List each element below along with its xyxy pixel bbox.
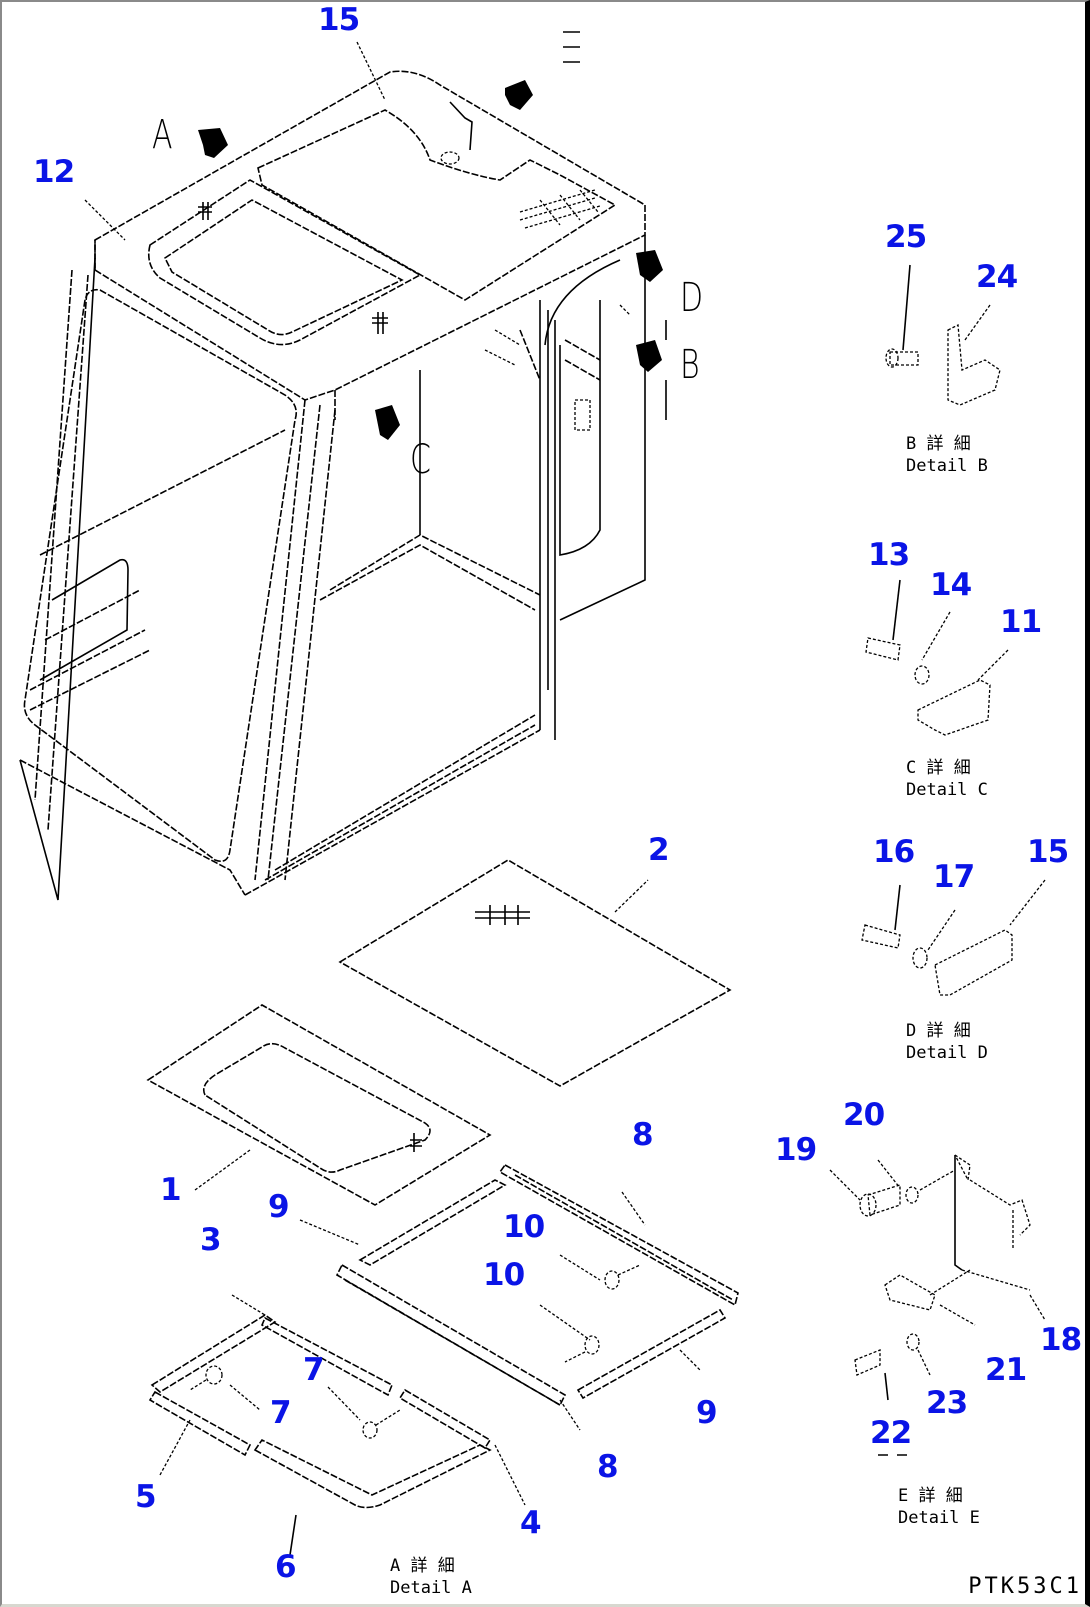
detail-b-jp: B 詳 細 xyxy=(906,434,971,454)
callout-18: 18 xyxy=(1040,1322,1082,1358)
detail-b-caption: B 詳 細 Detail B xyxy=(906,433,988,477)
view-marker-d: D xyxy=(680,275,704,321)
view-arrow-a xyxy=(198,128,228,158)
cab-assembly xyxy=(19,70,646,901)
callout-7-upper: 7 xyxy=(303,1352,325,1388)
callout-2: 2 xyxy=(648,832,670,868)
screw-7b xyxy=(362,1409,401,1439)
view-arrow-b xyxy=(636,340,662,372)
roof-mesh xyxy=(519,189,601,229)
detail-d-parts xyxy=(861,879,1046,996)
callout-25: 25 xyxy=(885,219,927,255)
rail-set-part xyxy=(299,1163,739,1431)
screw-10b xyxy=(564,1335,600,1363)
callout-4: 4 xyxy=(520,1505,542,1541)
detail-d-jp: D 詳 細 xyxy=(906,1021,971,1041)
detail-c-caption: C 詳 細 Detail C xyxy=(906,757,988,801)
callout-10-lower: 10 xyxy=(483,1257,525,1293)
view-marker-b: B xyxy=(680,342,700,388)
callout-8-lower: 8 xyxy=(597,1449,619,1485)
callout-17: 17 xyxy=(933,859,975,895)
callout-8-upper: 8 xyxy=(632,1117,654,1153)
detail-e-en: Detail E xyxy=(898,1508,980,1528)
detail-d-caption: D 詳 細 Detail D xyxy=(906,1020,988,1064)
screw-10a xyxy=(604,1264,641,1290)
callout-6: 6 xyxy=(275,1549,297,1585)
callout-1: 1 xyxy=(160,1172,182,1208)
callout-7-lower: 7 xyxy=(270,1395,292,1431)
view-arrow-e xyxy=(505,80,533,110)
detail-e-parts xyxy=(829,1154,1046,1456)
callout-16: 16 xyxy=(873,834,915,870)
callout-11: 11 xyxy=(1000,604,1042,640)
seal-frame-part xyxy=(148,1294,526,1556)
view-marker-c: C xyxy=(410,437,431,483)
callout-20: 20 xyxy=(843,1097,885,1133)
callout-15-cab: 15 xyxy=(318,2,360,38)
screw-7a xyxy=(189,1365,223,1391)
callout-13: 13 xyxy=(868,537,910,573)
leader-15-top xyxy=(356,41,386,101)
drawing-number: PTK53C1 xyxy=(968,1574,1082,1599)
callout-9-lower: 9 xyxy=(696,1395,718,1431)
roof-window-frame-part xyxy=(146,1004,492,1206)
callout-14: 14 xyxy=(930,567,972,603)
mesh-sheet-part xyxy=(338,859,732,1087)
callout-23: 23 xyxy=(926,1385,968,1421)
callout-15-detail: 15 xyxy=(1027,834,1069,870)
detail-e-jp: E 詳 細 xyxy=(898,1486,963,1506)
view-arrow-d xyxy=(636,250,663,282)
callout-22: 22 xyxy=(870,1415,912,1451)
callout-10-upper: 10 xyxy=(503,1209,545,1245)
detail-c-jp: C 詳 細 xyxy=(906,758,971,778)
view-arrows xyxy=(198,31,667,440)
detail-a-caption: A 詳 細 Detail A xyxy=(390,1555,472,1599)
detail-b-parts xyxy=(885,264,1001,406)
callout-21: 21 xyxy=(985,1352,1027,1388)
detail-b-en: Detail B xyxy=(906,456,988,476)
view-arrow-c xyxy=(375,405,400,440)
callout-9-upper: 9 xyxy=(268,1189,290,1225)
detail-e-caption: E 詳 細 Detail E xyxy=(898,1485,980,1529)
callout-5: 5 xyxy=(135,1479,157,1515)
detail-c-parts xyxy=(865,579,1009,736)
callout-12: 12 xyxy=(33,154,75,190)
view-marker-a: A xyxy=(152,112,173,158)
leader-12 xyxy=(84,199,126,241)
detail-a-en: Detail A xyxy=(390,1578,472,1598)
callout-24: 24 xyxy=(976,259,1018,295)
callout-3: 3 xyxy=(200,1222,222,1258)
detail-a-jp: A 詳 細 xyxy=(390,1556,455,1576)
callout-19: 19 xyxy=(775,1132,817,1168)
detail-d-en: Detail D xyxy=(906,1043,988,1063)
detail-c-en: Detail C xyxy=(906,780,988,800)
